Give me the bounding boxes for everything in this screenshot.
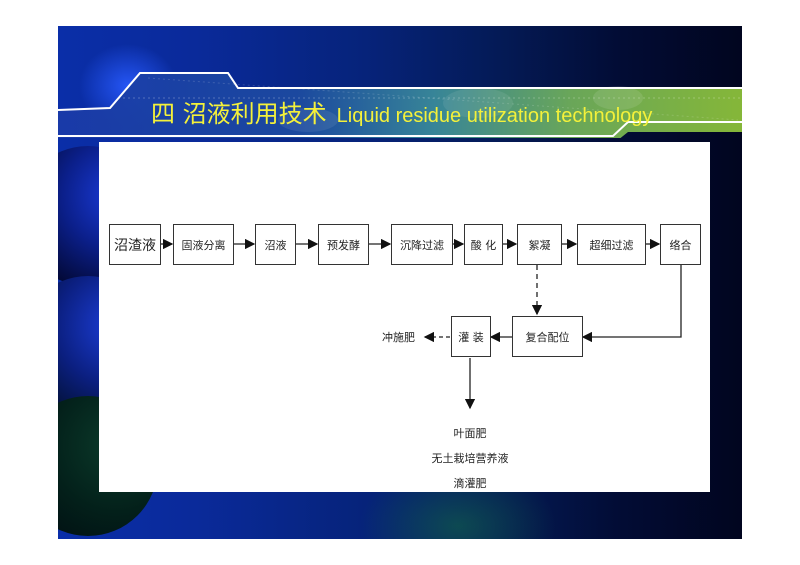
output-drip-fertilizer: 滴灌肥 [453, 477, 487, 490]
title-english: Liquid residue utilization technology [336, 105, 653, 127]
flow-node-pre-fermentation: 预发酵 [318, 224, 369, 265]
output-foliar-fertilizer: 叶面肥 [453, 427, 487, 440]
flow-node-biogas-liquid: 沼液 [255, 224, 296, 265]
node-label: 沼渣液 [114, 237, 156, 254]
output-soilless-nutrient-solution: 无土栽培营养液 [431, 452, 509, 465]
node-label: 预发酵 [327, 238, 360, 252]
flow-node-acidification: 酸 化 [464, 224, 503, 265]
node-label: 沉降过滤 [400, 238, 444, 252]
title-banner: 四 沼液利用技术 Liquid residue utilization techn… [58, 48, 742, 138]
node-label: 沼液 [264, 238, 287, 252]
node-label: 固液分离 [181, 238, 226, 252]
flow-node-compound-coordination: 复合配位 [512, 316, 583, 357]
flow-node-filling: 灌 装 [451, 316, 491, 357]
slide: 四 沼液利用技术 Liquid residue utilization techn… [58, 26, 742, 539]
node-label: 酸 化 [470, 238, 497, 252]
node-label: 絮凝 [528, 238, 551, 252]
flow-node-biogas-slurry: 沼渣液 [109, 224, 161, 265]
flowchart-panel: 沼渣液 固液分离 沼液 预发酵 沉降过滤 酸 化 絮凝 超细过滤 络合 复合配位… [99, 142, 710, 492]
flowchart-connectors [160, 238, 682, 410]
flow-node-flocculation: 絮凝 [517, 224, 562, 265]
node-label: 复合配位 [525, 330, 570, 344]
flow-node-ultrafine-filtration: 超细过滤 [577, 224, 646, 265]
node-label: 络合 [669, 238, 692, 252]
flow-node-solid-liquid-separation: 固液分离 [173, 224, 234, 265]
flow-node-complexation: 络合 [660, 224, 701, 265]
flow-node-sedimentation-filtration: 沉降过滤 [391, 224, 453, 265]
node-label: 超细过滤 [589, 238, 634, 252]
title-chinese: 四 沼液利用技术 [151, 100, 327, 128]
node-label: 灌 装 [458, 330, 484, 344]
slide-title: 四 沼液利用技术 Liquid residue utilization techn… [151, 94, 652, 129]
output-flush-fertilizer: 冲施肥 [382, 331, 415, 344]
